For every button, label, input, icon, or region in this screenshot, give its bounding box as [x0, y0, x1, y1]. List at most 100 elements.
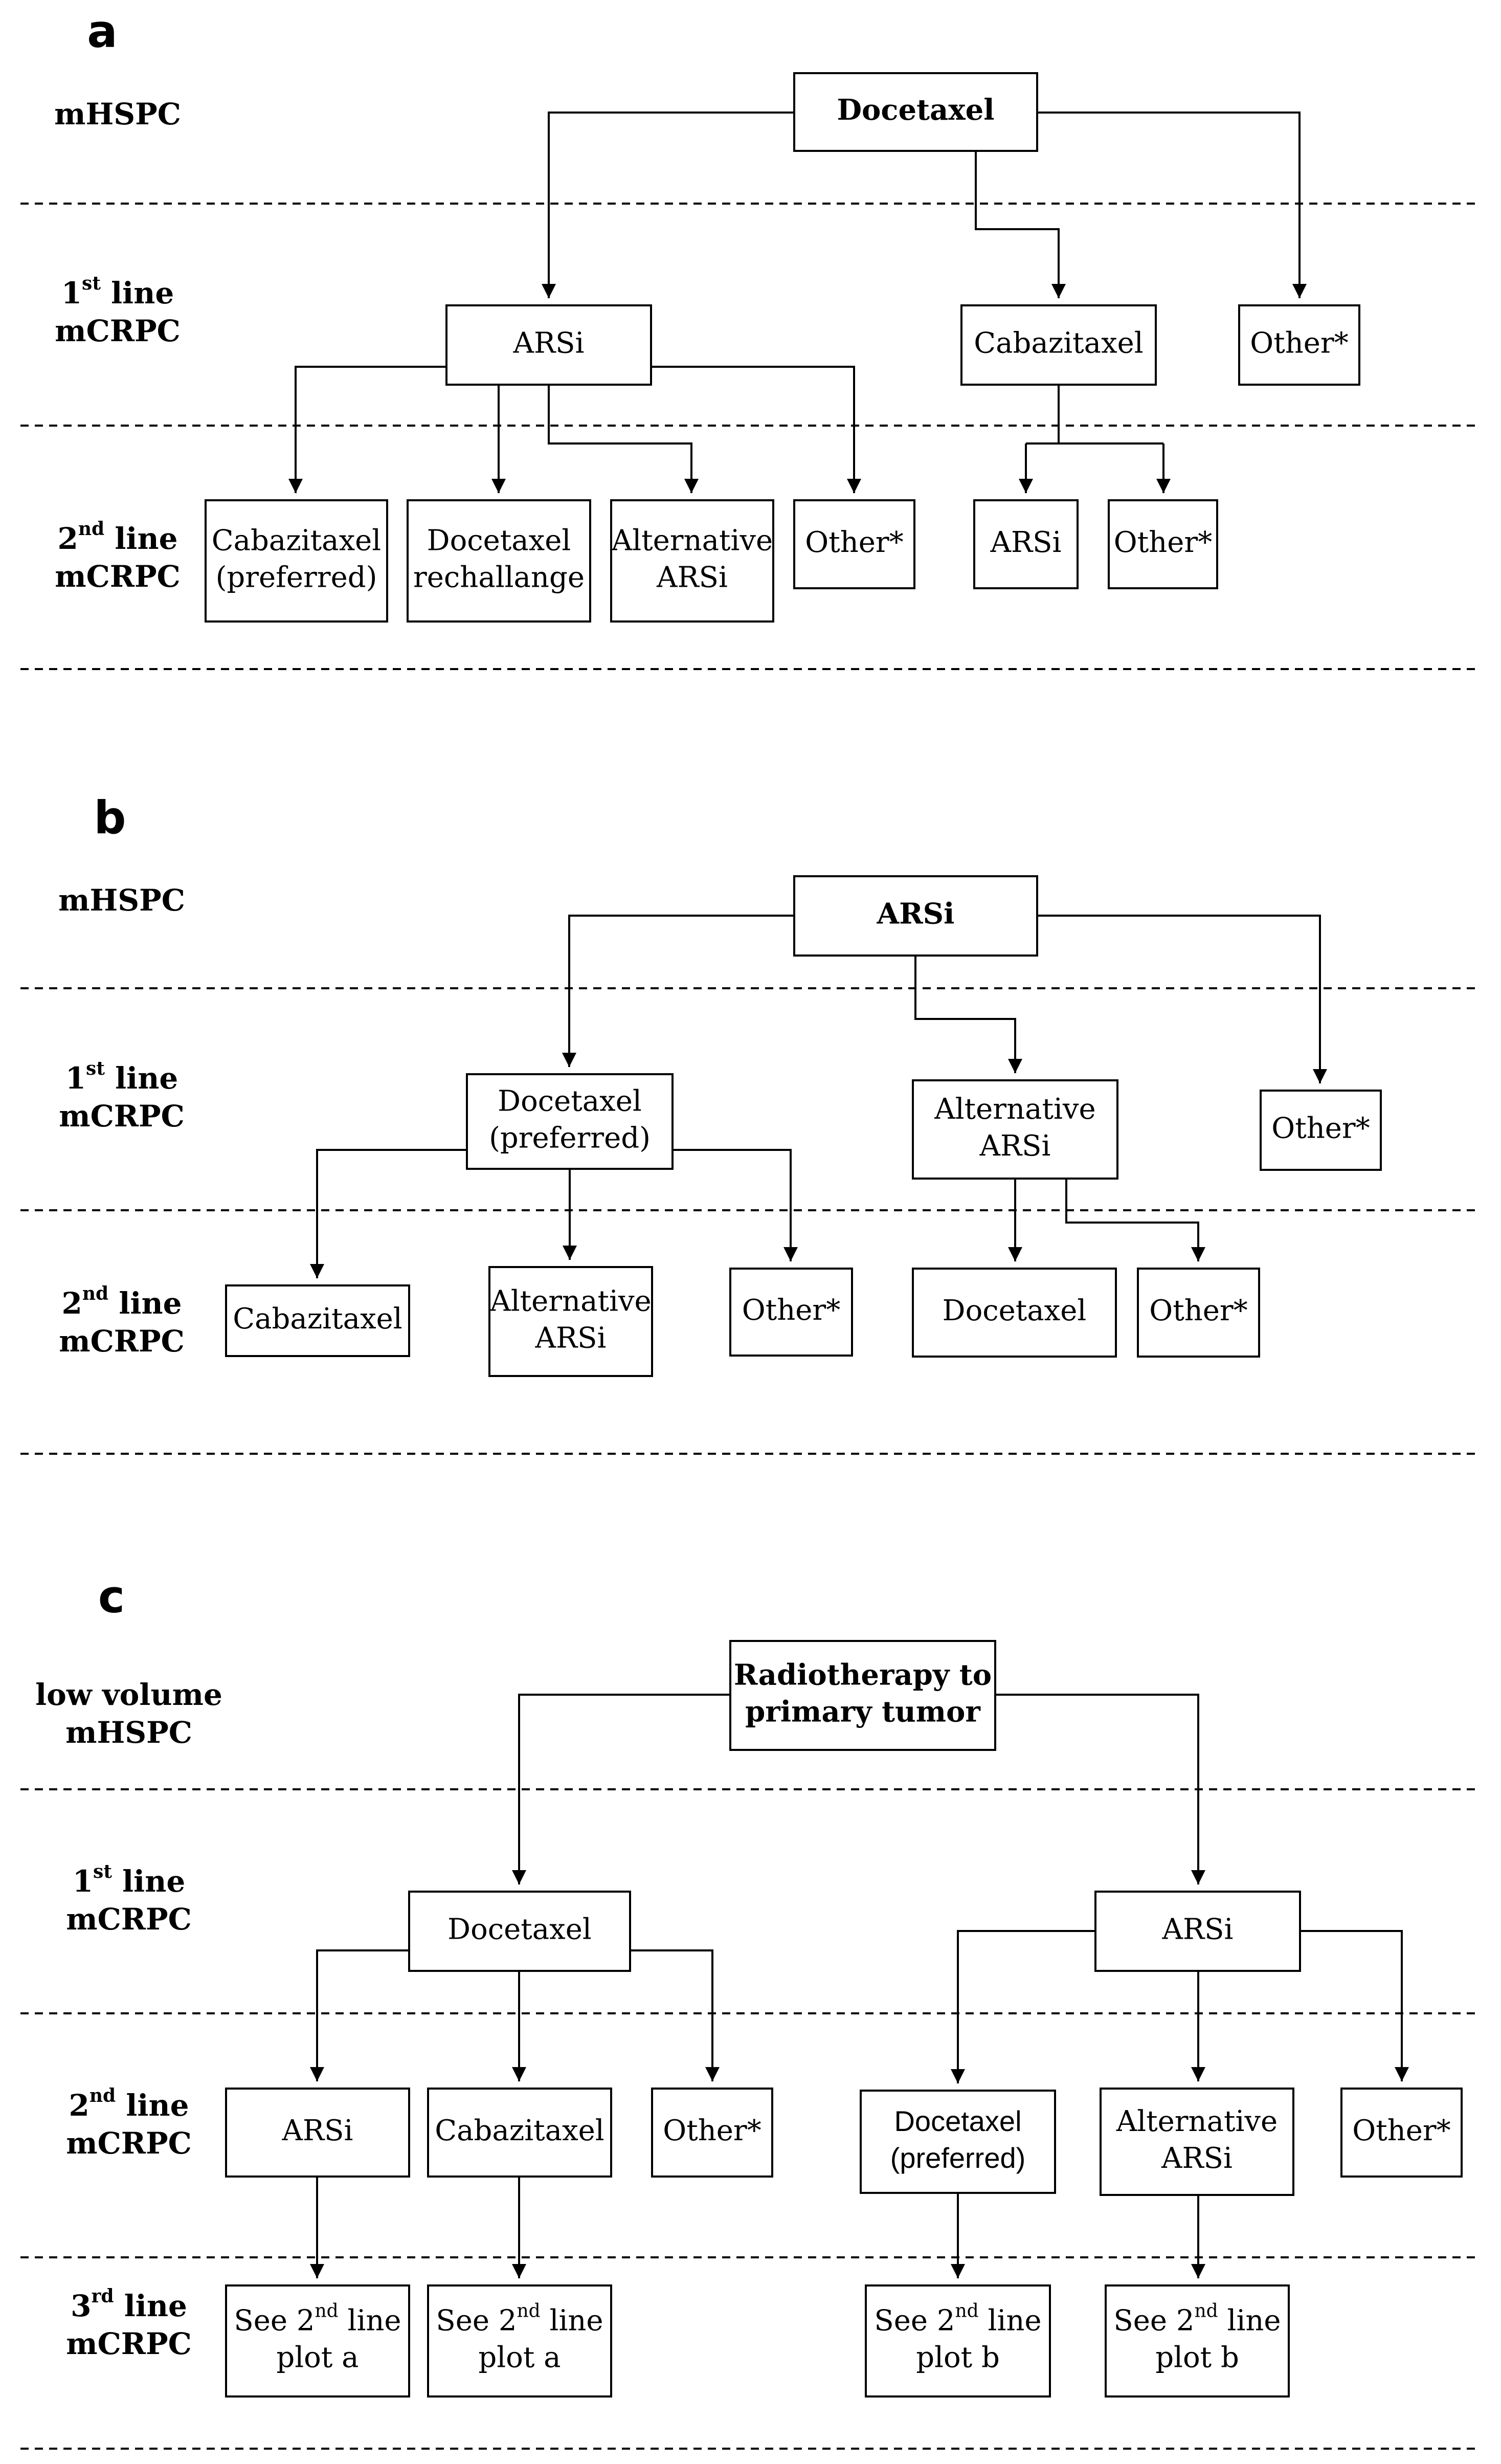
- node-label: Docetaxel: [943, 1294, 1087, 1327]
- node-box: [225, 1284, 410, 1357]
- node-label: ARSi: [990, 526, 1062, 559]
- panel-letter: c: [98, 1570, 125, 1623]
- node-box: [488, 1266, 653, 1377]
- node-box: [865, 2284, 1051, 2398]
- row-label: mHSPC: [58, 883, 185, 918]
- connector-arrow: [651, 366, 861, 493]
- connector-arrow: [630, 1949, 720, 2081]
- connector-arrow: [548, 385, 699, 493]
- treatment-node: Other*: [1260, 1090, 1382, 1171]
- connector-arrow: [951, 1930, 1095, 2083]
- connector-arrow: [1037, 112, 1307, 298]
- node-box: [445, 304, 652, 386]
- node-label: Other*: [1271, 1112, 1370, 1145]
- treatment-node: Other*: [1340, 2088, 1463, 2178]
- node-box: [427, 2284, 612, 2398]
- node-box: [793, 875, 1038, 957]
- node-box: [408, 1891, 631, 1972]
- row-label: mHSPC: [54, 97, 181, 131]
- node-box: [960, 304, 1157, 386]
- treatment-node: Docetaxel: [912, 1268, 1117, 1358]
- node-box: [610, 499, 774, 623]
- treatment-node: ARSi: [225, 2088, 410, 2178]
- treatment-node: Other*: [1238, 304, 1360, 386]
- treatment-node: Other*: [1137, 1268, 1260, 1358]
- node-box: [1238, 304, 1360, 386]
- treatment-node: Cabazitaxel: [960, 304, 1157, 386]
- node-label: Other*: [805, 526, 903, 559]
- node-label: ARSi: [513, 326, 585, 360]
- connector-arrow: [975, 151, 1066, 298]
- node-box: [793, 72, 1038, 152]
- treatment-node: Docetaxel(preferred): [466, 1073, 674, 1170]
- node-box: [912, 1268, 1117, 1358]
- node-label: Cabazitaxel: [233, 1302, 402, 1336]
- treatment-node: Cabazitaxel: [225, 1284, 410, 1357]
- treatment-node: Cabazitaxel(preferred): [205, 499, 388, 623]
- treatment-node: Other*: [793, 499, 915, 589]
- connector-arrow: [310, 1949, 409, 2081]
- node-box: [205, 499, 388, 623]
- node-label: Docetaxel: [447, 1913, 592, 1946]
- connector-arrow: [1065, 1179, 1205, 1261]
- node-label: Other*: [742, 1294, 840, 1327]
- node-box: [407, 499, 591, 623]
- treatment-node: Other*: [729, 1268, 853, 1357]
- node-box: [729, 1640, 996, 1751]
- connector-arrow: [1037, 915, 1327, 1083]
- treatment-node: Docetaxel: [408, 1891, 631, 1972]
- node-box: [1260, 1090, 1382, 1171]
- treatment-node: ARSi: [1094, 1891, 1301, 1972]
- treatment-node: Docetaxel: [793, 72, 1038, 152]
- node-label: Cabazitaxel: [974, 326, 1143, 360]
- node-label: Other*: [663, 2114, 761, 2147]
- treatment-node: ARSi: [973, 499, 1079, 589]
- node-label: ARSi: [1162, 1913, 1234, 1946]
- node-label: Other*: [1352, 2114, 1450, 2147]
- connector-arrow: [512, 1694, 730, 1884]
- connector-arrow: [914, 956, 1022, 1073]
- node-label: Other*: [1149, 1294, 1247, 1327]
- node-box: [225, 2088, 410, 2178]
- treatment-node: ARSi: [445, 304, 652, 386]
- panel-letter: b: [94, 791, 126, 844]
- node-label: Other*: [1250, 326, 1348, 360]
- connector-arrow: [562, 915, 794, 1067]
- node-box: [651, 2088, 773, 2178]
- node-box: [225, 2284, 410, 2398]
- node-box: [729, 1268, 853, 1357]
- treatment-node: Other*: [1108, 499, 1218, 589]
- node-label: Docetaxel: [837, 93, 994, 127]
- connector-arrow: [542, 112, 794, 298]
- node-box: [1340, 2088, 1463, 2178]
- node-label: Docetaxel(preferred): [890, 2105, 1026, 2174]
- node-box: [860, 2090, 1056, 2194]
- node-label: Cabazitaxel(preferred): [212, 524, 381, 594]
